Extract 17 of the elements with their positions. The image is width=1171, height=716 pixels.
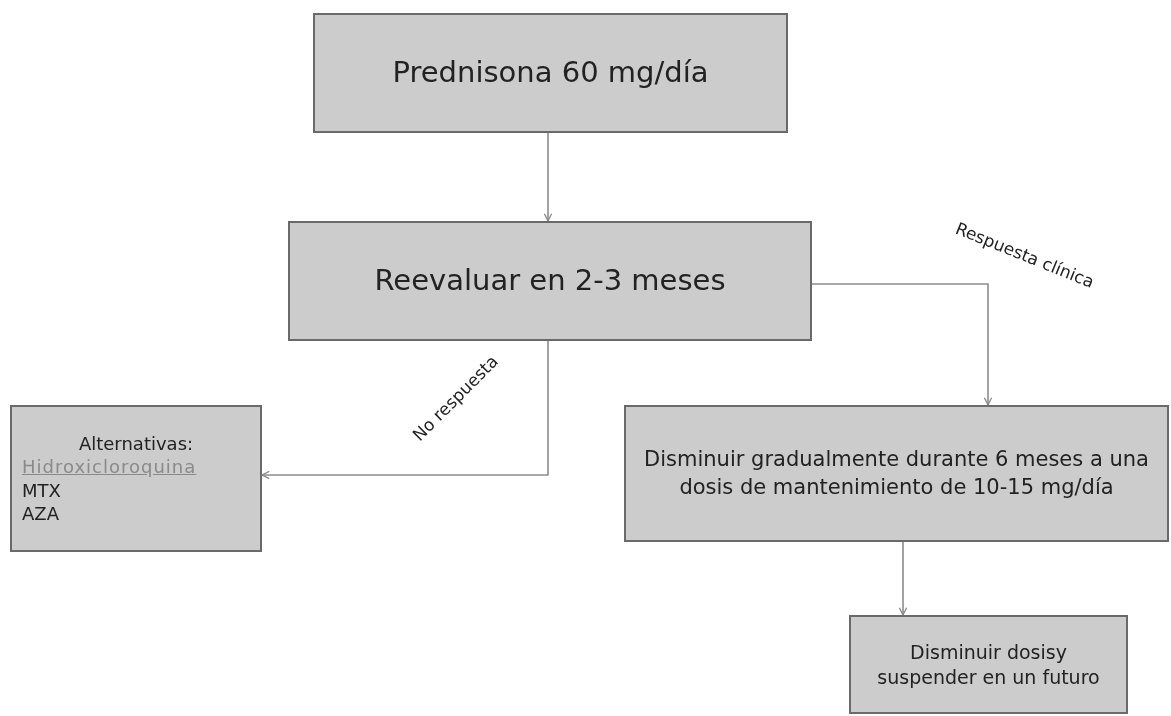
process-box — [313, 13, 788, 133]
node-text: AZA — [22, 501, 59, 526]
arrow — [898, 541, 908, 616]
node-text: Disminuir gradualmente durante 6 meses a una dosis de mantenimiento de 10-15 mg/día — [643, 446, 1150, 501]
node-text: Reevaluar en 2-3 meses — [374, 262, 726, 300]
process-box — [288, 221, 812, 341]
node-text: Hidroxicloroquina — [22, 455, 197, 479]
node-text: Prednisona 60 mg/día — [392, 54, 709, 92]
node-text: MTX — [22, 478, 61, 502]
node-text: Disminuir dosisy suspender en un futuro — [876, 639, 1101, 690]
arrow — [543, 132, 553, 222]
process-box — [624, 405, 1169, 542]
box-heading: Alternativas: — [78, 431, 194, 456]
process-box — [10, 405, 262, 552]
arrow — [811, 283, 993, 406]
arrow — [261, 340, 549, 480]
process-box — [849, 615, 1128, 714]
